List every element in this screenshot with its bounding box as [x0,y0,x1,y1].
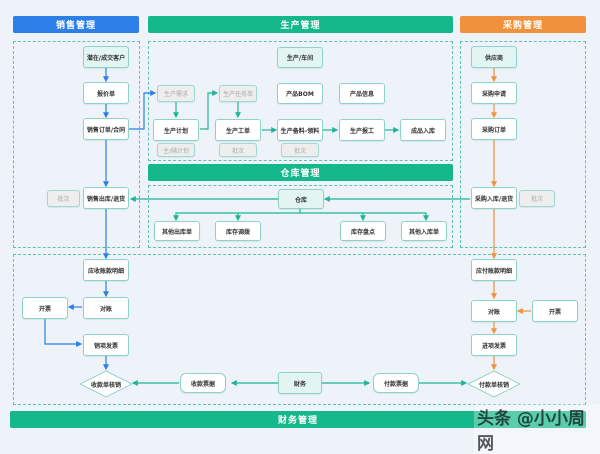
node-receipt-voucher[interactable]: 收款票据 [180,373,226,393]
node-purchase-order[interactable]: 采购订单 [471,118,517,140]
node-sales-reconcile[interactable]: 对账 [83,297,129,319]
node-payment-voucher[interactable]: 付款票据 [373,373,419,393]
node-purchase-inbound[interactable]: 采购入库/退货 [471,187,517,209]
purchase-header: 采购管理 [460,16,586,33]
node-workshop[interactable]: 生产/车间 [277,47,323,68]
node-supplier[interactable]: 供应商 [471,46,517,68]
node-stock-transfer[interactable]: 库存调拨 [215,221,261,241]
watermark: 头条 @小小周网 [474,404,600,454]
finance-zone [13,254,586,405]
node-work-order[interactable]: 生产工单 [215,119,261,141]
node-work-order-batch[interactable]: 批次 [219,143,257,157]
sales-header: 销售管理 [13,16,139,33]
diamond-shape [467,370,521,398]
diamond-label: 付款单核销 [478,381,509,389]
node-quotation[interactable]: 报价单 [83,82,129,104]
node-output-invoice[interactable]: 销项发票 [83,334,129,356]
node-material-picking[interactable]: 生产备料-领料 [277,119,323,141]
node-finished-goods[interactable]: 成品入库 [400,119,446,141]
node-payment-writeoff[interactable]: 付款单核销 [467,370,521,398]
finance-header: 财务管理 [10,411,586,428]
node-input-invoice[interactable]: 进项发票 [471,334,517,356]
node-sales-order[interactable]: 销售订单/合同 [83,118,129,140]
node-sales-batch[interactable]: 批次 [47,190,80,207]
node-purchase-batch[interactable]: 批次 [519,190,555,207]
node-master-plan[interactable]: 主/辅计划 [157,143,195,157]
node-purchase-invoice-issue[interactable]: 开票 [532,300,578,322]
node-warehouse[interactable]: 仓库 [278,189,324,209]
node-production-report[interactable]: 生产报工 [339,119,385,141]
node-production-demand[interactable]: 生产需求 [157,85,195,102]
node-purchase-request[interactable]: 采购申请 [471,82,517,104]
warehouse-zone [148,185,453,248]
node-payables[interactable]: 应付账款明细 [471,259,517,281]
node-product-info[interactable]: 产品信息 [339,83,385,104]
production-zone [148,41,453,161]
diamond-shape [79,370,133,398]
node-production-plan[interactable]: 生产计划 [153,119,199,141]
node-potential-customer[interactable]: 潜在/成交客户 [83,46,129,68]
node-finance[interactable]: 财务 [278,372,322,394]
connector-lines [44,68,531,386]
node-product-bom[interactable]: 产品BOM [277,83,323,104]
diamond-label: 收款单核销 [90,381,121,389]
node-other-outbound[interactable]: 其他出库单 [154,221,200,241]
warehouse-header: 仓库管理 [148,164,453,181]
production-header: 生产管理 [148,16,453,33]
purchase-zone [460,41,586,248]
node-receipt-writeoff[interactable]: 收款单核销 [79,370,133,398]
node-purchase-reconcile[interactable]: 对账 [471,300,517,322]
sales-zone [13,41,140,248]
node-receivables[interactable]: 应收账款明细 [83,259,129,281]
node-other-inbound[interactable]: 其他入库单 [401,221,447,241]
node-material-batch[interactable]: 批次 [281,143,319,157]
node-sales-outbound[interactable]: 销售出库/退货 [83,187,129,209]
node-sales-invoice-issue[interactable]: 开票 [22,297,68,319]
node-production-task[interactable]: 生产任务单 [219,85,257,102]
node-stock-count[interactable]: 库存盘点 [340,221,386,241]
